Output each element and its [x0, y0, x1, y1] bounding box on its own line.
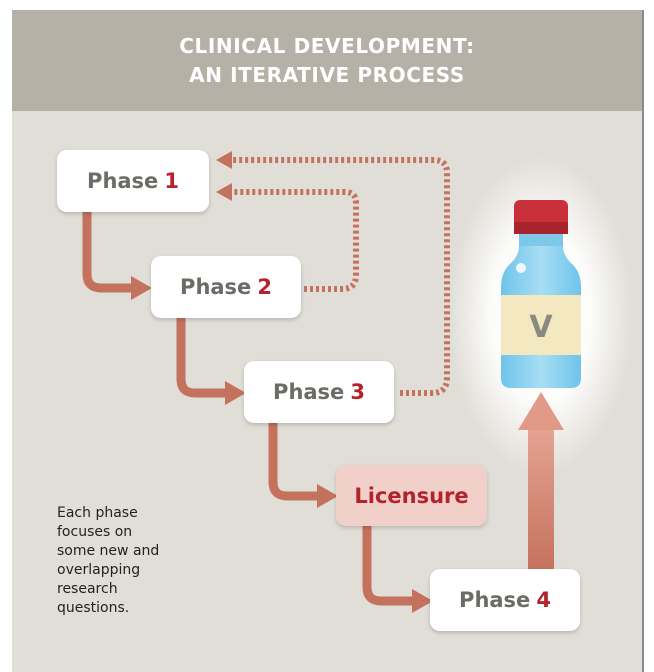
- phase-1-number: 1: [164, 169, 179, 193]
- phase-2-number: 2: [257, 275, 272, 299]
- feedback-arrowhead-1: [216, 151, 232, 169]
- feedback-arrow-phase2-to-phase1: [232, 189, 359, 292]
- caption-line: focuses on: [57, 524, 133, 540]
- feedback-arrowhead-2: [216, 183, 232, 201]
- header-banner: CLINICAL DEVELOPMENT: AN ITERATIVE PROCE…: [12, 10, 642, 111]
- step-arrow-phase3-to-licensure: [268, 423, 318, 501]
- vial-label: V: [529, 310, 553, 345]
- step-arrowhead-4: [412, 589, 433, 613]
- step-arrowhead-1: [131, 276, 152, 300]
- phase-4-label: Phase: [459, 588, 531, 612]
- step-arrowhead-3: [317, 484, 338, 508]
- title-line-2: AN ITERATIVE PROCESS: [189, 62, 465, 87]
- vial-highlight: [516, 263, 526, 273]
- caption-line: Each phase: [57, 505, 138, 521]
- vaccine-vial-icon: V: [501, 200, 581, 388]
- step-arrow-licensure-to-phase4: [362, 526, 413, 606]
- licensure-label: Licensure: [354, 483, 469, 508]
- vial-neck: [519, 234, 563, 246]
- caption-line: questions.: [57, 600, 130, 616]
- phase-2-label: Phase: [180, 275, 252, 299]
- caption-line: research: [57, 581, 118, 597]
- title-line-1: CLINICAL DEVELOPMENT:: [179, 33, 475, 58]
- step-arrow-phase1-to-phase2: [82, 212, 132, 293]
- up-arrow-shaft: [528, 428, 554, 570]
- step-arrow-phase2-to-phase3: [176, 318, 226, 398]
- caption-line: overlapping: [57, 562, 141, 578]
- vial-label-band: [501, 295, 581, 355]
- caption-line: some new and: [57, 543, 160, 559]
- up-arrow-head: [518, 392, 564, 430]
- phase-4-number: 4: [536, 588, 551, 612]
- step-arrowhead-2: [225, 381, 246, 405]
- phase-3-number: 3: [350, 380, 365, 404]
- phase-3-label: Phase: [273, 380, 345, 404]
- licensure-box: Licensure: [336, 465, 487, 526]
- phase-1-label: Phase: [87, 169, 159, 193]
- caption-text: Each phase focuses on some new and overl…: [57, 504, 197, 618]
- feedback-arrow-phase3-to-phase1: [232, 157, 450, 396]
